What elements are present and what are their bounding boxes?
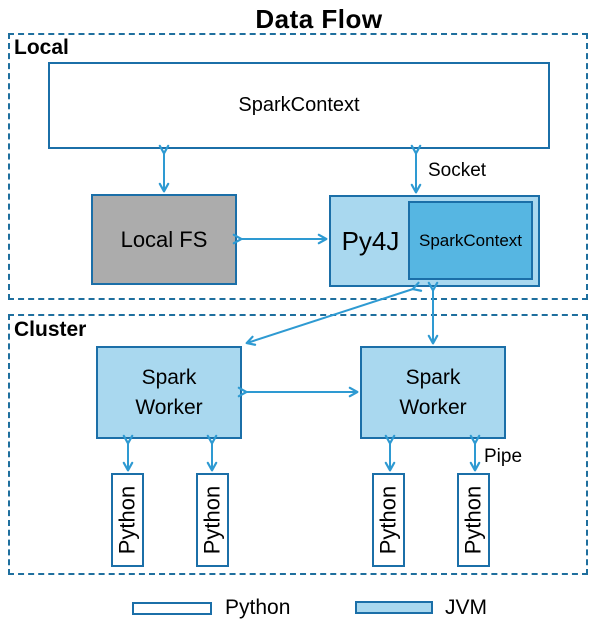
spark-worker-left-node: Spark Worker [96,346,242,439]
legend-jvm-label: JVM [445,596,487,619]
python-process-node-3: Python [372,473,405,567]
spark-context-main-node: SparkContext [48,62,550,149]
local-section-label: Local [14,36,69,59]
python-process-node-2: Python [196,473,229,567]
python-process-label-1: Python [114,485,140,555]
py4j-label: Py4J [341,225,400,256]
py4j-node: Py4J SparkContext [329,195,540,287]
py4j-spark-context-node: SparkContext [408,201,533,280]
py4j-spark-context-label: SparkContext [419,230,522,250]
local-fs-label: Local FS [120,226,208,252]
legend-python-swatch [132,602,212,615]
python-process-label-3: Python [375,485,401,555]
python-process-node-4: Python [457,473,490,567]
diagram-title: Data Flow [255,4,383,34]
python-process-label-2: Python [199,485,225,555]
spark-context-main-label: SparkContext [238,94,360,116]
python-process-node-1: Python [111,473,144,567]
local-fs-node: Local FS [91,194,237,285]
pipe-edge-label: Pipe [484,446,523,467]
python-process-label-4: Python [460,485,486,555]
spark-worker-right-label: Spark Worker [399,366,467,419]
cluster-section-label: Cluster [14,318,87,341]
spark-worker-left-label: Spark Worker [135,366,203,419]
socket-edge-label: Socket [428,160,487,181]
spark-worker-right-node: Spark Worker [360,346,506,439]
legend-python-label: Python [225,596,291,619]
legend-jvm-swatch [355,601,433,614]
